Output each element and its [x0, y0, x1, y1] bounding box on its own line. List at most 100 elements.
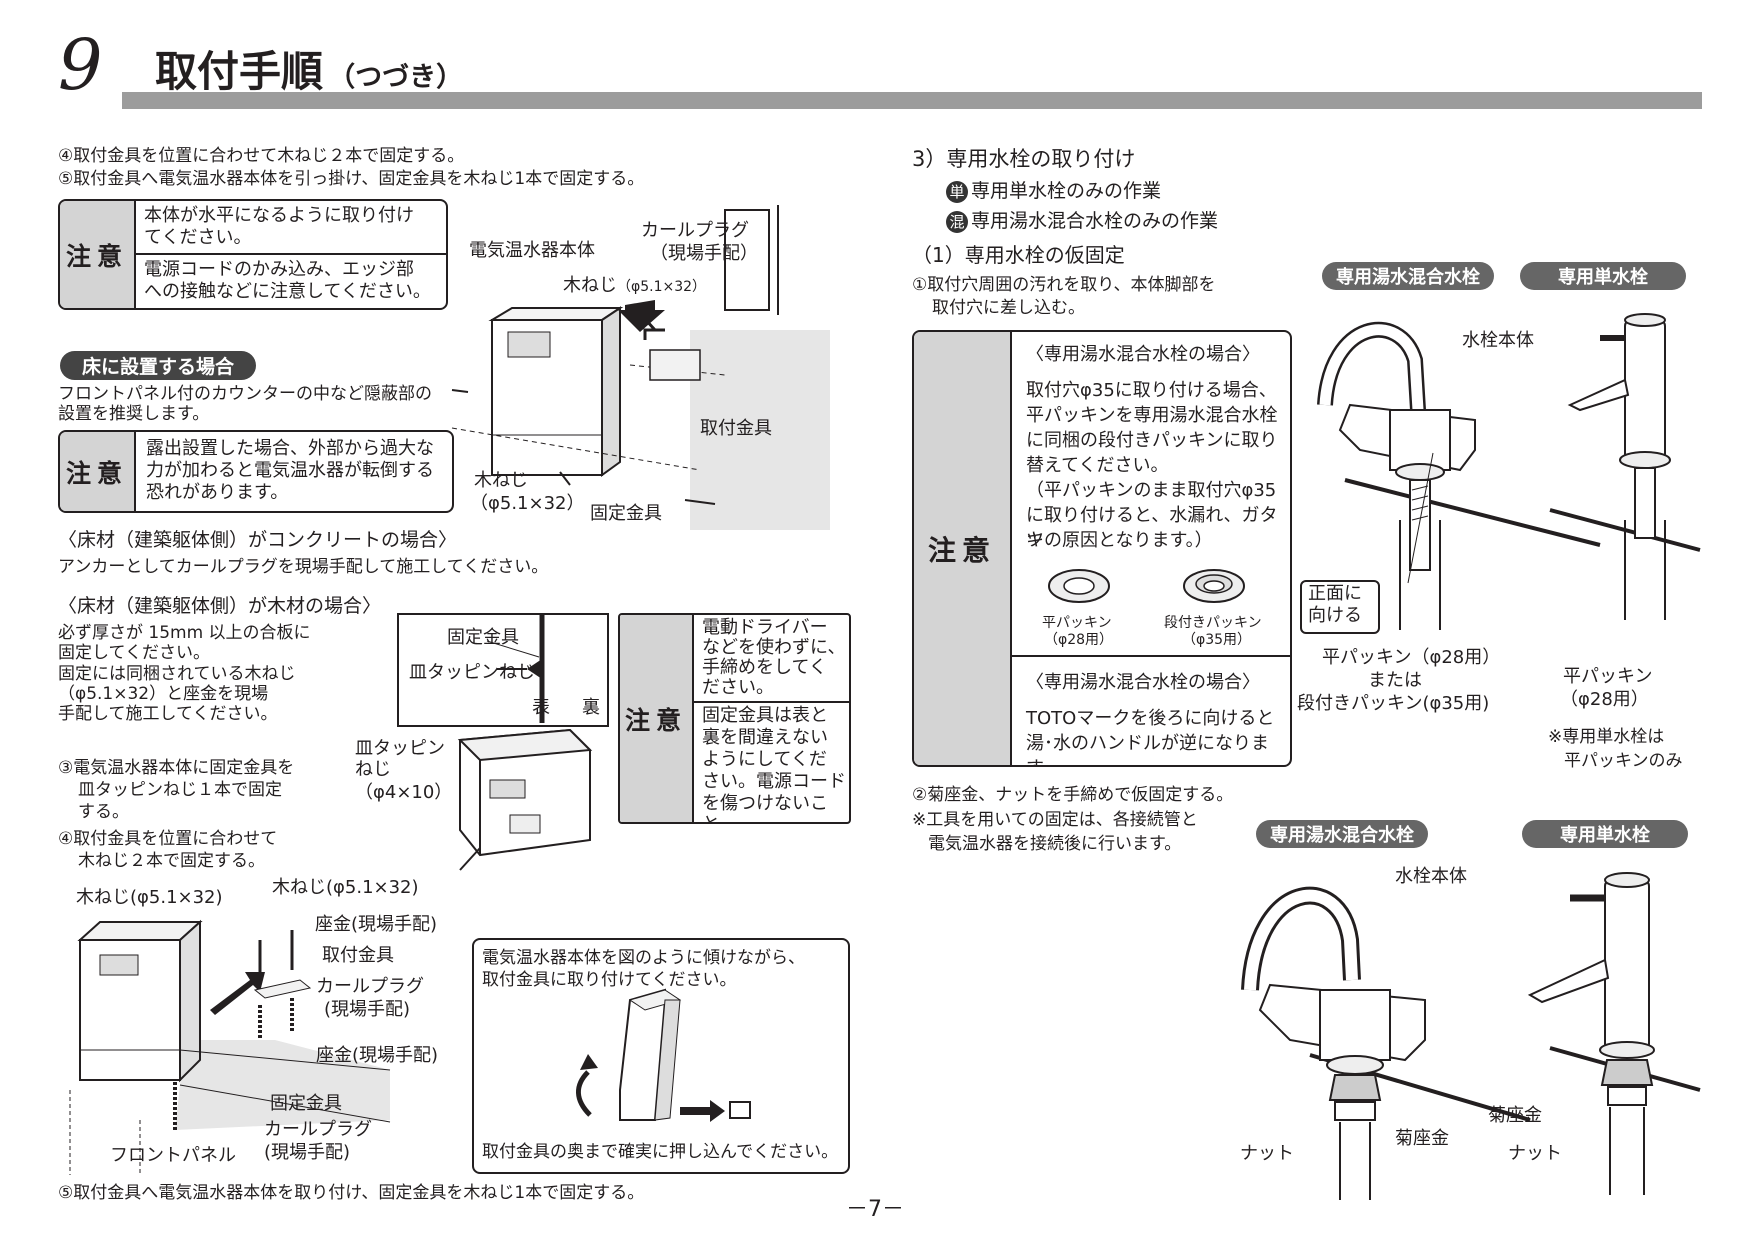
page-subtitle: （つづき） — [328, 62, 464, 93]
label-mounting-bracket: 取付金具 — [700, 418, 772, 439]
label-nut-2: ナット — [1508, 1143, 1562, 1164]
caution-line: 替えてください。 — [1026, 455, 1169, 476]
label-wood-screw-2-size: （φ5.1×32） — [470, 493, 585, 514]
wood-text-line: 必ず厚さが 15mm 以上の合板に — [58, 623, 311, 643]
caution-head: 注意 — [620, 615, 694, 822]
label-faucet-body-2: 水栓本体 — [1395, 866, 1467, 887]
caution-block2-title: 〈専用湯水混合水栓の場合〉 — [1026, 672, 1260, 693]
single-only-text: 専用単水栓のみの作業 — [971, 180, 1162, 202]
step-2-text: ②菊座金、ナットを手締めで仮固定する。 — [912, 785, 1234, 805]
label-front-side: 表 — [532, 697, 550, 718]
single-note-line: ※専用単水栓は — [1548, 727, 1665, 747]
packing-single-line: 平パッキン — [1563, 666, 1653, 687]
step-3b-line: する。 — [78, 802, 129, 822]
note-2-line: ※工具を用いての固定は、各接続管と — [912, 810, 1198, 830]
wood-screw-text: 木ねじ — [563, 275, 617, 296]
caution-line: 本体が水平になるように取り付け — [144, 205, 414, 226]
heater-side-figure — [457, 728, 593, 871]
caution-line: キの原因となります。） — [1026, 530, 1213, 551]
caution-line: 電動ドライバー — [702, 617, 828, 638]
caution-line: を傷つけないこと。 — [702, 793, 828, 822]
packing-label-line: または — [1368, 670, 1422, 691]
face-front-line: 正面に — [1308, 583, 1362, 604]
label-washer-single: 菊座金 — [1488, 1105, 1542, 1126]
label-curl-plug-note: （現場手配） — [650, 243, 758, 264]
floor-install-pill: 床に設置する場合 — [60, 351, 256, 380]
packing1-label: 平パッキン — [1042, 615, 1112, 631]
mixed-faucet-pill: 専用湯水混合水栓 — [1322, 262, 1494, 290]
step-4b-line: ④取付金具を位置に合わせて — [58, 829, 278, 849]
step-5b-text: ⑤取付金具へ電気温水器本体を取り付け、固定金具を木ねじ1本で固定する。 — [58, 1183, 645, 1203]
packing-label-line: 平パッキン（φ28用） — [1322, 647, 1501, 668]
label-fixing-bracket-2: 固定金具 — [447, 627, 519, 648]
step-4b-line: 木ねじ２本で固定する。 — [78, 851, 265, 871]
divider — [136, 253, 446, 255]
caution-line: 力が加わると電気温水器が転倒する — [146, 460, 434, 481]
wood-screw-size: （φ5.1×32） — [617, 279, 707, 295]
packing2-label: 段付きパッキン — [1164, 615, 1262, 631]
caution-line: 湯･水のハンドルが逆になります。 — [1026, 733, 1269, 765]
label-back-side: 裏 — [582, 697, 600, 718]
wood-text-line: 手配して施工してください。 — [58, 704, 278, 724]
caution-line: 露出設置した場合、外部から過大な — [146, 438, 434, 459]
label-washer-mixed: 菊座金 — [1395, 1128, 1449, 1149]
label-fixing: 固定金具 — [270, 1093, 342, 1114]
label-plug-note: (現場手配) — [324, 999, 411, 1020]
caution-line: ださい。 — [702, 677, 774, 698]
floor-text-line: 設置を推奨します。 — [58, 404, 210, 424]
step-1-line: ①取付穴周囲の汚れを取り、本体脚部を — [912, 275, 1216, 295]
label-fixing-bracket: 固定金具 — [590, 503, 662, 524]
caution-line: 固定金具は表と — [702, 705, 828, 726]
subsection-title: （1）専用水栓の仮固定 — [912, 243, 1125, 267]
label-tapping-screw: 皿タッピンねじ — [409, 662, 535, 683]
tilt-inset-box: 電気温水器本体を図のように傾けながら、 取付金具に取り付けてください。 取付金具… — [472, 938, 850, 1174]
tilt-figure — [576, 988, 751, 1122]
packing-single-line: （φ28用） — [1560, 689, 1649, 710]
mixed-faucet-pill-2: 専用湯水混合水栓 — [1256, 820, 1428, 848]
single-faucet-pill: 専用単水栓 — [1520, 262, 1686, 290]
label-screw-right: 木ねじ(φ5.1×32) — [272, 877, 419, 898]
step-5-text: ⑤取付金具へ電気温水器本体を引っ掛け、固定金具を木ねじ1本で固定する。 — [58, 169, 645, 189]
concrete-text: アンカーとしてカールプラグを現場手配して施工してください。 — [58, 557, 549, 577]
label-heater-body: 電気温水器本体 — [469, 240, 595, 261]
faucet-figure-1 — [1317, 313, 1701, 630]
caution-block1-title: 〈専用湯水混合水栓の場合〉 — [1026, 344, 1260, 365]
label-tapping-screw-2-size: （φ4×10） — [355, 782, 453, 803]
divider — [694, 701, 849, 703]
wood-text-line: 固定してください。 — [58, 643, 210, 663]
inset-line: 取付金具の奥まで確実に押し込んでください。 — [482, 1142, 839, 1162]
mixed-only-line: 混専用湯水混合水栓のみの作業 — [946, 209, 1218, 233]
caution-line: 手締めをしてく — [702, 657, 827, 678]
packing2-size: （φ35用） — [1182, 632, 1252, 648]
caution-line: などを使わずに、 — [702, 637, 846, 658]
bracket-detail-figure — [486, 613, 545, 723]
face-front-callout — [1300, 580, 1380, 634]
label-nut: ナット — [1240, 1143, 1294, 1164]
caution-box-1: 注意 本体が水平になるように取り付け てください。 電源コードのかみ込み、エッジ… — [58, 199, 448, 310]
divider — [1012, 655, 1290, 657]
caution-line: （平パッキンのまま取付穴φ35 — [1026, 480, 1277, 501]
caution-line: TOTOマークを後ろに向けると — [1026, 708, 1275, 729]
caution-head: 注意 — [60, 201, 136, 308]
concrete-title: 〈床材（建築躯体側）がコンクリートの場合〉 — [58, 529, 458, 551]
caution-line: 裏を間違えない — [702, 727, 828, 748]
face-front-line: 向ける — [1308, 605, 1362, 626]
packing-figure — [1048, 569, 1245, 603]
header-bar — [122, 92, 1702, 109]
packing1-size: （φ28用） — [1044, 632, 1114, 648]
label-front-panel: フロントパネル — [110, 1145, 236, 1166]
faucet-figure-2 — [1241, 872, 1701, 1200]
wood-title: 〈床材（建築躯体側）が木材の場合〉 — [58, 595, 382, 617]
inset-line: 電気温水器本体を図のように傾けながら、 — [482, 948, 805, 968]
label-plug-2: カールプラグ — [264, 1119, 372, 1140]
step-3b-line: 皿タッピンねじ１本で固定 — [78, 780, 282, 800]
packing-label-line: 段付きパッキン(φ35用) — [1297, 693, 1490, 714]
caution-line: さい。電源コード — [702, 771, 846, 792]
single-faucet-pill-2: 専用単水栓 — [1522, 820, 1688, 848]
label-tapping-screw-2b: ねじ — [355, 759, 391, 780]
mixed-badge: 混 — [946, 210, 968, 233]
step-3b-line: ③電気温水器本体に固定金具を — [58, 758, 295, 778]
label-washer-2: 座金(現場手配) — [316, 1045, 439, 1066]
label-wood-screw-2: 木ねじ — [474, 470, 528, 491]
label-curl-plug: カールプラグ — [641, 220, 749, 241]
